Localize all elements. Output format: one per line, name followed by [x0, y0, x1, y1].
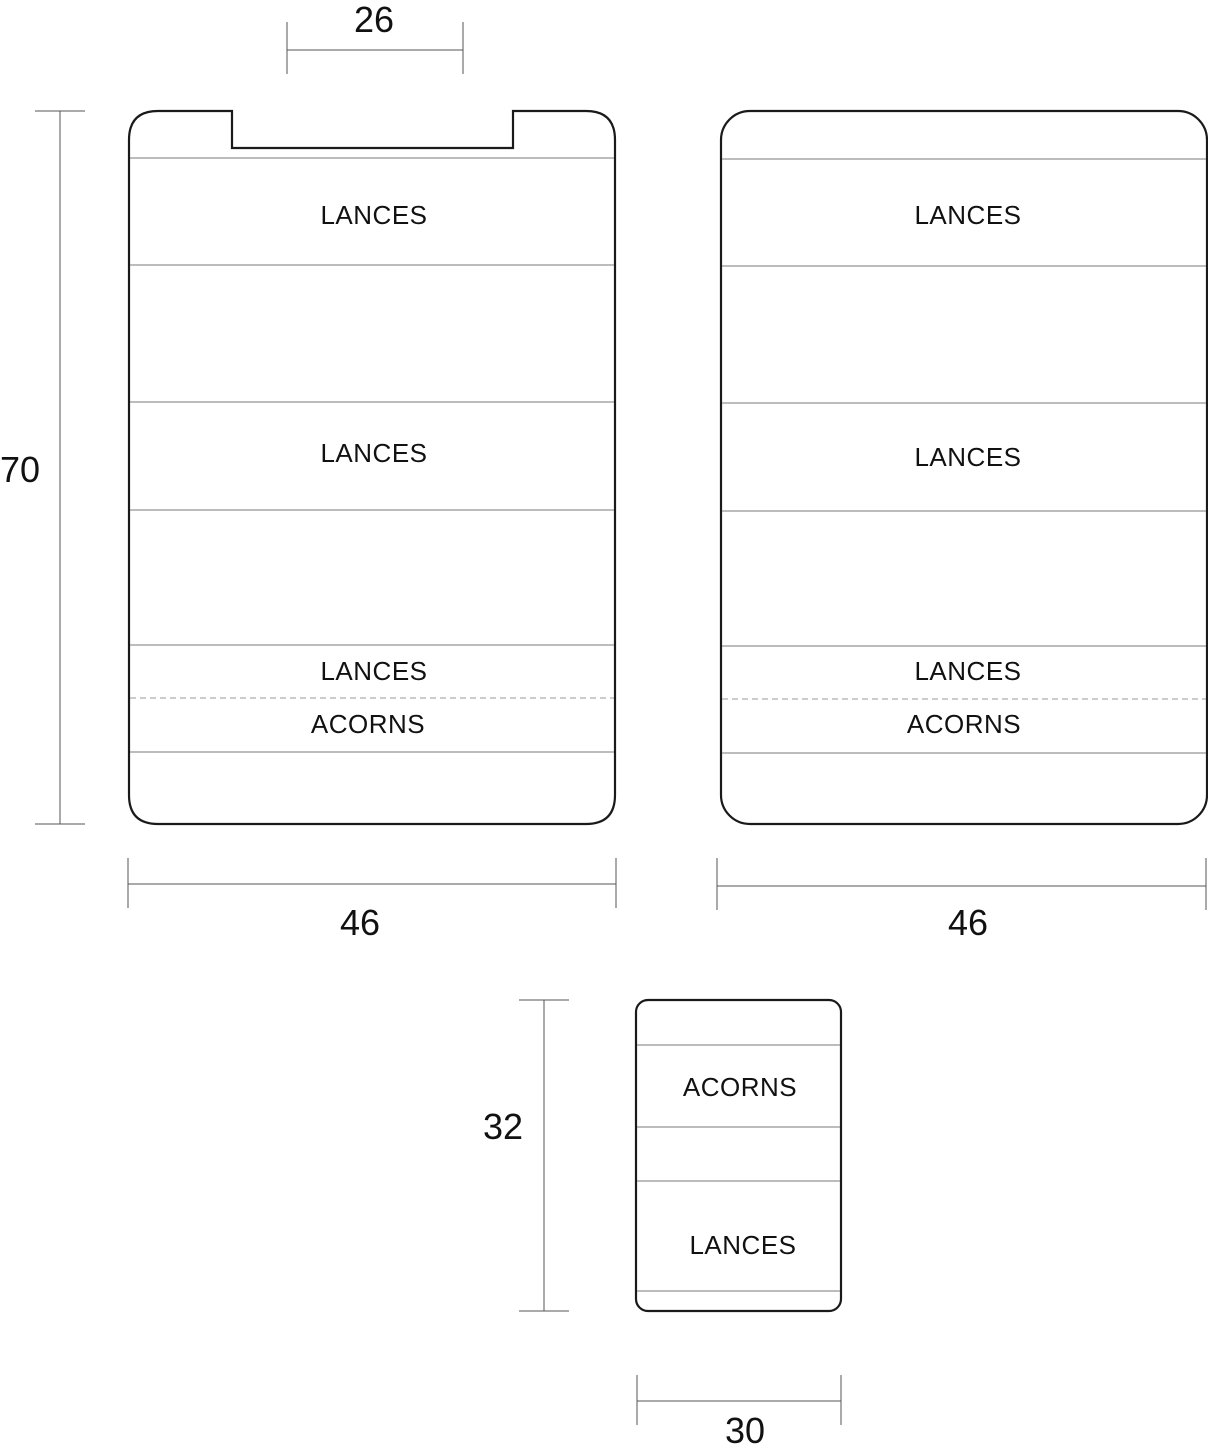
dimension-width-right: 46 [716, 858, 1207, 943]
dimension-label: 30 [725, 1410, 765, 1451]
band-label-lances: LANCES [320, 438, 427, 468]
dimension-width-small: 30 [636, 1375, 842, 1451]
dimension-label: 70 [0, 449, 40, 490]
band-label-lances: LANCES [914, 656, 1021, 686]
panel-right-outline [719, 109, 1208, 826]
dimension-label: 26 [354, 0, 394, 40]
panel-right: LANCES LANCES LANCES ACORNS [719, 109, 1208, 826]
band-label-lances: LANCES [689, 1230, 796, 1260]
dimension-label: 46 [340, 902, 380, 943]
dimension-notch-width: 26 [286, 0, 464, 74]
band-label-acorns: ACORNS [683, 1072, 797, 1102]
panel-small-outline [634, 998, 843, 1313]
band-label-acorns: ACORNS [907, 709, 1021, 739]
dimension-height-large: 70 [0, 110, 85, 825]
dimension-width-left: 46 [127, 858, 617, 943]
panel-small: ACORNS LANCES [634, 998, 843, 1313]
band-label-lances: LANCES [914, 442, 1021, 472]
panel-left-outline [127, 109, 617, 826]
dimension-height-small: 32 [483, 999, 569, 1312]
band-label-lances: LANCES [320, 200, 427, 230]
dimension-label: 46 [948, 902, 988, 943]
panel-left: LANCES LANCES LANCES ACORNS [127, 109, 617, 826]
band-label-lances: LANCES [914, 200, 1021, 230]
dimension-label: 32 [483, 1106, 523, 1147]
band-label-lances: LANCES [320, 656, 427, 686]
band-label-acorns: ACORNS [311, 709, 425, 739]
